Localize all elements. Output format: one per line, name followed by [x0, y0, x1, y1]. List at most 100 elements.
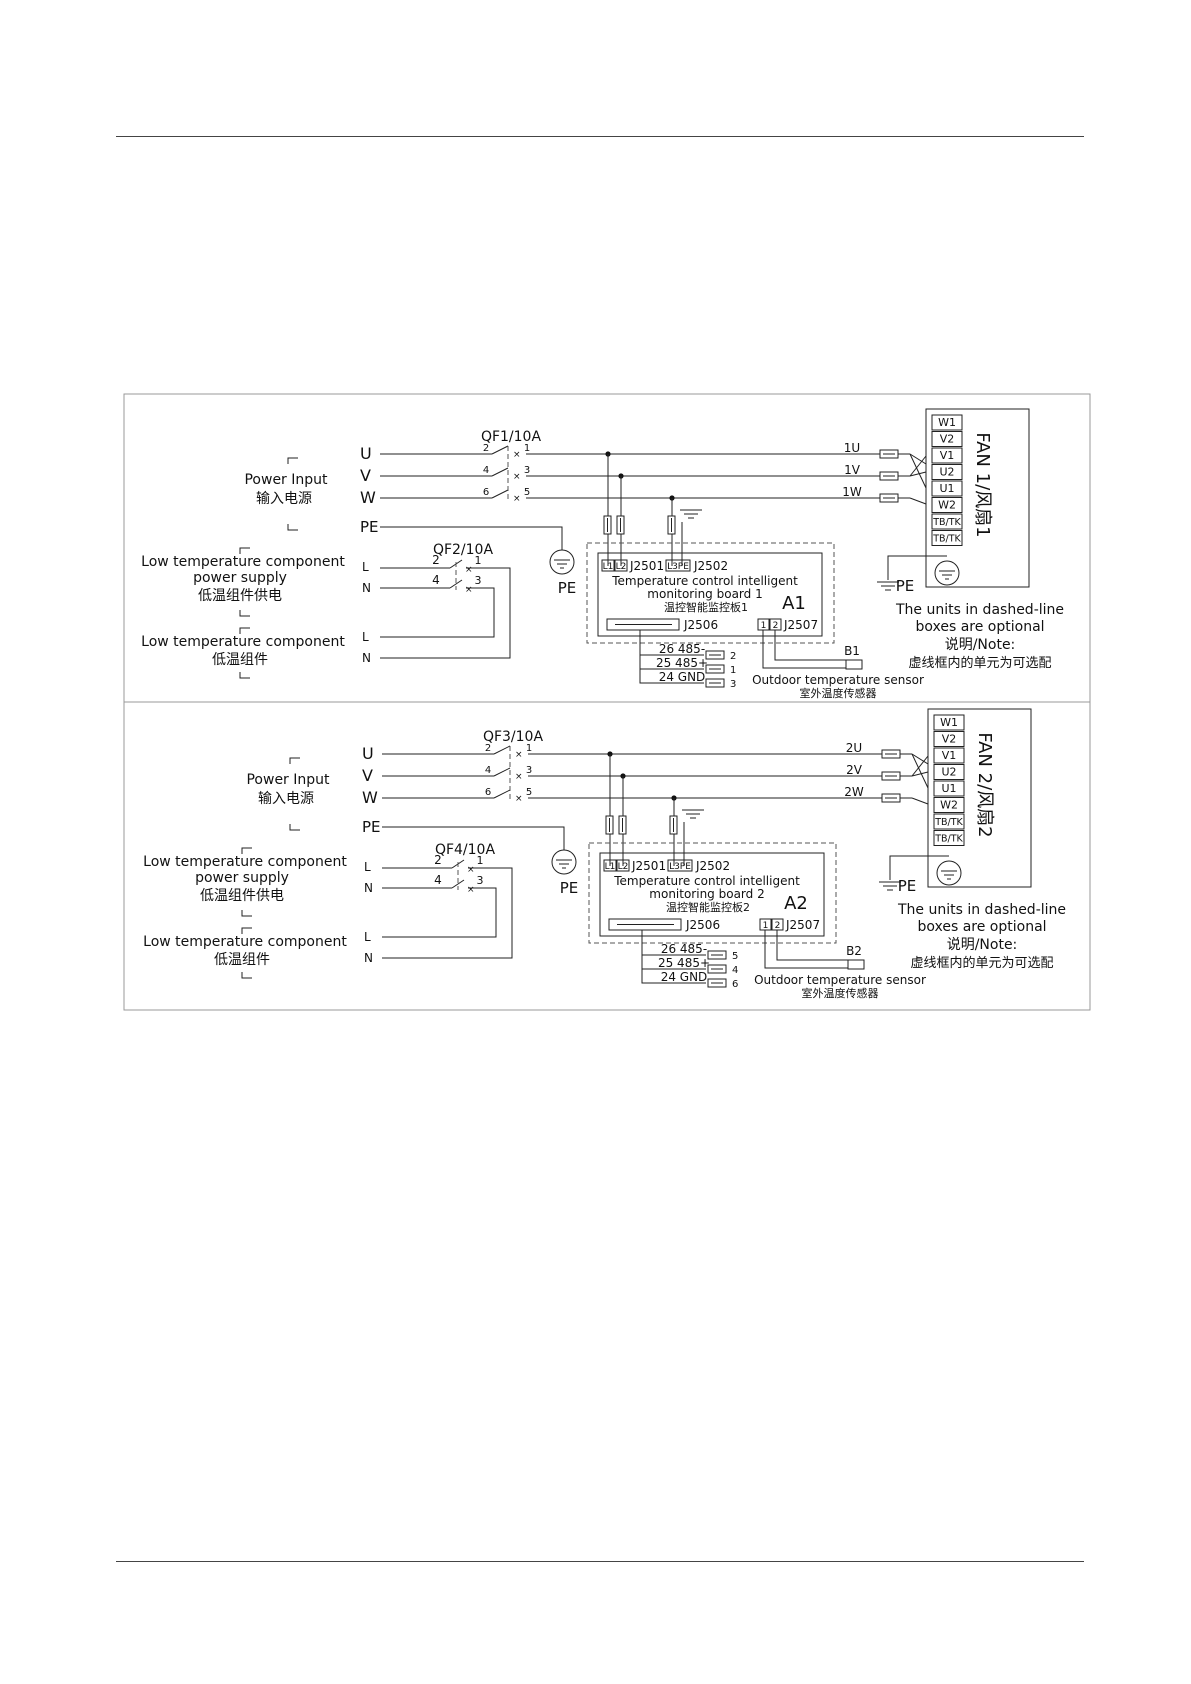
breaker-x-mark: × — [513, 472, 521, 482]
bracket-mark — [289, 824, 300, 831]
lt-breaker-terminal: 1 — [477, 854, 484, 867]
breaker-terminal: 5 — [524, 487, 530, 498]
bracket-mark — [241, 910, 252, 917]
pe-label: PE — [362, 818, 381, 836]
bus-plug — [705, 650, 725, 660]
bus-label: 25 485+ — [656, 656, 708, 670]
lt-supply-label-1: Low temperature component — [141, 554, 345, 570]
fan-wire-label: 2V — [846, 763, 863, 777]
j2502-pin-box — [667, 859, 693, 872]
fan-terminal: TB/TK — [934, 817, 963, 828]
lt-supply-label-2: power supply — [193, 570, 287, 586]
lt-breaker-terminal: 2 — [434, 853, 442, 867]
pe-earth-label: PE — [558, 579, 577, 597]
lt-breaker-terminal: 3 — [477, 874, 484, 887]
fan-terminal-box — [931, 530, 963, 546]
fan-cross-wire — [909, 453, 927, 465]
j2502-label: J2502 — [695, 859, 730, 873]
breaker-terminal: 6 — [483, 487, 489, 498]
fan-wire-label: 2U — [846, 741, 862, 755]
board-title-2: monitoring board 1 — [647, 587, 762, 601]
fan-wire-label: 2W — [844, 785, 864, 799]
fan-terminal-box — [933, 780, 965, 797]
breaker-terminal: 4 — [485, 765, 491, 776]
note-line-4: 虚线框内的单元为可选配 — [910, 955, 1053, 971]
lt-breaker-terminal: 4 — [434, 873, 442, 887]
fan-terminal: U2 — [939, 466, 954, 479]
fan-terminal-box — [933, 714, 965, 731]
j2506-header — [606, 618, 680, 631]
note-line-1: The units in dashed-line — [897, 902, 1066, 918]
power-input-label-zh: 输入电源 — [256, 491, 312, 507]
lt-component-n: N — [364, 951, 373, 965]
fan-terminal-box — [933, 797, 965, 813]
lt-breaker-terminal: 1 — [475, 554, 482, 567]
bracket-mark — [289, 757, 300, 764]
fan-terminal-box — [933, 813, 965, 830]
j2502-pin-box — [665, 559, 691, 572]
j2502-pin: L3PE — [667, 562, 689, 572]
fan-terminal-box — [931, 431, 963, 447]
breaker-contact — [491, 467, 509, 477]
bus-plug-number: 3 — [730, 679, 736, 690]
breaker-terminal: 2 — [483, 443, 489, 454]
bracket-mark — [241, 927, 252, 934]
lt-supply-l: L — [364, 860, 371, 874]
fan-label: FAN 1/风扇1 — [972, 432, 993, 537]
breaker-terminal: 3 — [526, 765, 532, 776]
fan-wire-label: 1W — [842, 485, 862, 499]
board-title-2: monitoring board 2 — [649, 887, 764, 901]
bus-plug — [707, 978, 727, 988]
bus-label: 24 GND — [661, 970, 708, 984]
breaker-x-mark: × — [465, 585, 473, 595]
fan-cross-wire — [911, 753, 929, 765]
bus-label: 26 485- — [661, 942, 707, 956]
j2506-label: J2506 — [683, 618, 718, 632]
lt-breaker-terminal: 3 — [475, 574, 482, 587]
breaker-terminal: 1 — [526, 743, 532, 754]
breaker-contact — [493, 789, 511, 799]
phase-label-w: W — [360, 488, 376, 507]
fan-terminal: TB/TK — [934, 834, 963, 845]
lt-component-l: L — [364, 930, 371, 944]
fan-terminal-box — [933, 764, 965, 780]
bus-label: 25 485+ — [658, 956, 710, 970]
j2501-pin: L1 — [603, 562, 614, 572]
fan-earth-symbol — [936, 860, 962, 886]
fan-terminal-box — [933, 731, 965, 747]
bracket-mark — [239, 672, 250, 679]
phase-label-u: U — [360, 444, 372, 463]
bus-plug-number: 5 — [732, 951, 738, 962]
fan-terminal: V2 — [942, 733, 957, 746]
breaker-x-mark: × — [515, 750, 523, 760]
bus-plug — [707, 950, 727, 960]
lt-component-label-zh: 低温组件 — [212, 652, 268, 668]
j2502-pin: L3PE — [669, 862, 691, 872]
sensor-wire — [762, 630, 846, 669]
breaker-x-mark: × — [513, 450, 521, 460]
lt-component-l: L — [362, 630, 369, 644]
optional-board-box — [588, 842, 837, 944]
note-line-1: The units in dashed-line — [895, 602, 1064, 618]
phase-label-u: U — [362, 744, 374, 763]
j2501-pin: L2 — [616, 562, 627, 572]
sensor-wire — [764, 930, 848, 969]
fan-terminal: W2 — [940, 799, 958, 812]
board-title-zh: 温控智能监控板2 — [666, 900, 750, 914]
note-line-4: 虚线框内的单元为可选配 — [908, 655, 1051, 671]
fan-pe-label: PE — [896, 577, 915, 595]
monitoring-board — [597, 552, 823, 637]
bus-label: 24 GND — [659, 670, 706, 684]
breaker-x-mark: × — [465, 565, 473, 575]
fan-terminal-box — [931, 497, 963, 513]
fan-terminal: U1 — [939, 482, 954, 495]
breaker-terminal: 6 — [485, 787, 491, 798]
fan-terminal: W1 — [940, 716, 958, 729]
lt-component-n: N — [362, 651, 371, 665]
j2507-label: J2507 — [785, 918, 820, 932]
phase-label-v: V — [360, 466, 371, 485]
bracket-mark — [239, 547, 250, 554]
lt-component-label-zh: 低温组件 — [214, 952, 270, 968]
